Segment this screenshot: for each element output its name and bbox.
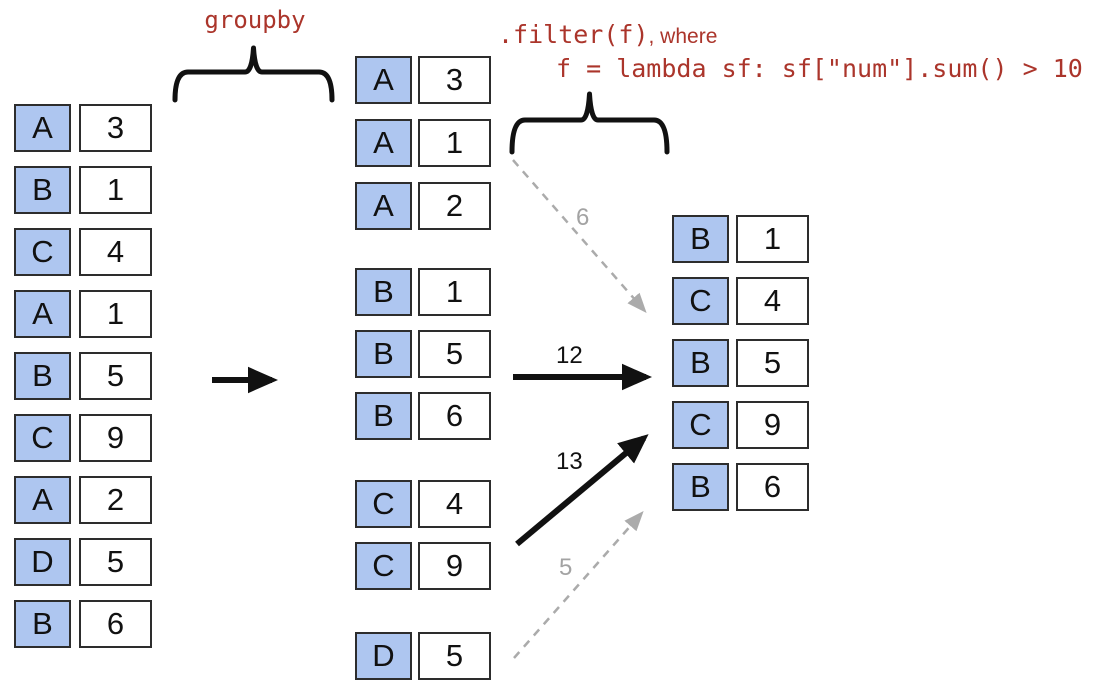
value-cell: 1	[418, 119, 491, 167]
value-cell: 6	[79, 600, 152, 648]
value-cell: 4	[736, 277, 809, 325]
value-cell: 6	[418, 392, 491, 440]
key-cell: A	[14, 476, 71, 524]
value-cell: 1	[79, 290, 152, 338]
key-cell: B	[355, 392, 412, 440]
filter-annotation-line2: f = lambda sf: sf["num"].sum() > 10	[556, 54, 1083, 83]
value-cell: 3	[418, 56, 491, 104]
value-cell: 1	[736, 215, 809, 263]
key-cell: D	[355, 632, 412, 680]
group-d-dropped-arrow	[513, 511, 644, 659]
value-cell: 9	[736, 401, 809, 449]
key-cell: B	[672, 463, 729, 511]
group-a-sum-label: 6	[576, 204, 590, 231]
value-cell: 4	[79, 228, 152, 276]
value-cell: 5	[418, 632, 491, 680]
key-cell: B	[14, 600, 71, 648]
group-c-sum-label: 13	[556, 448, 583, 475]
filter-annotation-line1: .filter(f), where	[498, 20, 717, 49]
key-cell: B	[355, 330, 412, 378]
value-cell: 2	[79, 476, 152, 524]
groupby-label: groupby	[204, 6, 306, 34]
key-cell: B	[355, 268, 412, 316]
key-cell: A	[355, 56, 412, 104]
value-cell: 5	[79, 352, 152, 400]
value-cell: 2	[418, 182, 491, 230]
value-cell: 5	[79, 538, 152, 586]
key-cell: C	[355, 542, 412, 590]
value-cell: 6	[736, 463, 809, 511]
group-c-kept-arrow	[515, 434, 649, 547]
group-d-sum-label: 5	[559, 554, 573, 581]
group-a-dropped-arrow	[512, 159, 647, 314]
value-cell: 1	[79, 166, 152, 214]
key-cell: D	[14, 538, 71, 586]
key-cell: A	[355, 119, 412, 167]
filter-suffix-text: , where	[648, 25, 718, 48]
key-cell: B	[672, 339, 729, 387]
key-cell: B	[14, 166, 71, 214]
value-cell: 3	[79, 104, 152, 152]
key-cell: A	[355, 182, 412, 230]
key-cell: C	[672, 277, 729, 325]
filter-brace	[509, 91, 670, 155]
key-cell: C	[355, 480, 412, 528]
filter-code-text: .filter(f)	[498, 20, 649, 49]
value-cell: 9	[79, 414, 152, 462]
value-cell: 1	[418, 268, 491, 316]
key-cell: C	[672, 401, 729, 449]
value-cell: 4	[418, 480, 491, 528]
key-cell: C	[14, 414, 71, 462]
key-cell: C	[14, 228, 71, 276]
group-b-sum-label: 12	[556, 342, 583, 369]
key-cell: A	[14, 104, 71, 152]
key-cell: B	[672, 215, 729, 263]
value-cell: 9	[418, 542, 491, 590]
value-cell: 5	[418, 330, 491, 378]
key-cell: B	[14, 352, 71, 400]
value-cell: 5	[736, 339, 809, 387]
groupby-brace	[172, 45, 335, 103]
key-cell: A	[14, 290, 71, 338]
